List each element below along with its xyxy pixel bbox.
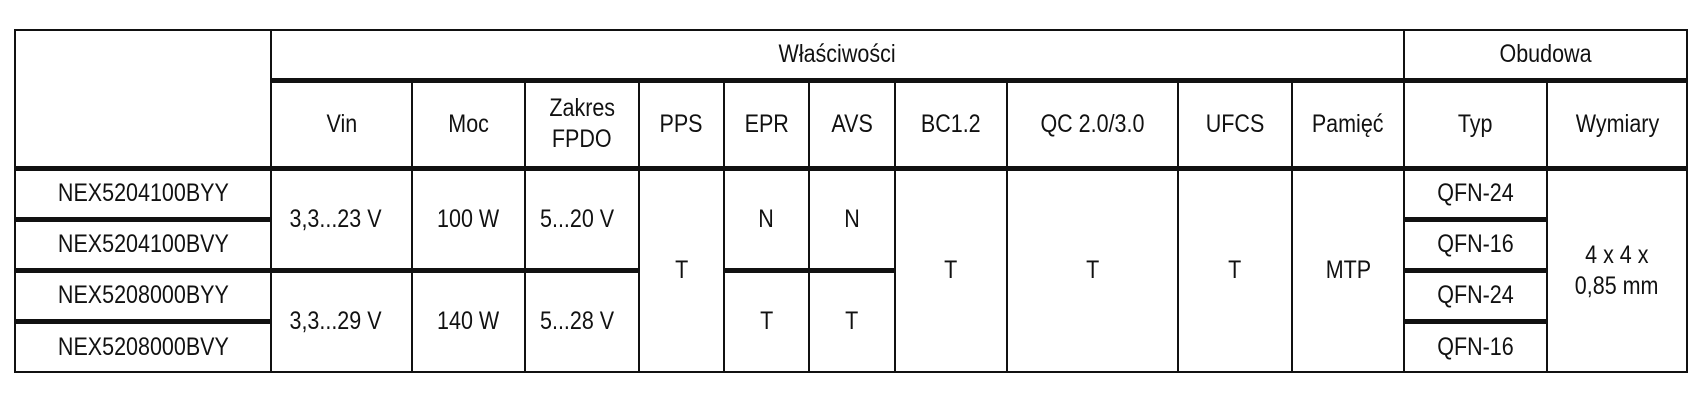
col-header-type: Typ (1403, 79, 1548, 171)
avs-cell: T (808, 269, 896, 373)
vin-cell: 3,3...23 V (270, 167, 413, 273)
package-type: QFN-16 (1403, 320, 1548, 373)
ufcs-cell: T (1177, 167, 1293, 373)
col-header-pps: PPS (638, 79, 725, 171)
package-type: QFN-24 (1403, 167, 1548, 222)
vin-cell: 3,3...29 V (270, 269, 413, 373)
power-cell: 100 W (411, 167, 526, 273)
col-header-qc: QC 2.0/3.0 (1006, 79, 1179, 171)
col-header-power: Moc (411, 79, 526, 171)
col-header-epr: EPR (723, 79, 810, 171)
part-number: NEX5208000BVY (14, 320, 272, 373)
col-header-avs: AVS (808, 79, 896, 171)
fpdo-cell: 5...20 V (524, 167, 640, 273)
power-cell: 140 W (411, 269, 526, 373)
qc-cell: T (1006, 167, 1179, 373)
col-header-memory: Pamięć (1291, 79, 1405, 171)
epr-cell: T (723, 269, 810, 373)
part-number: NEX5204100BVY (14, 218, 272, 273)
group-header-package: Obudowa (1403, 29, 1688, 83)
package-type: QFN-16 (1403, 218, 1548, 273)
pps-cell: T (638, 167, 725, 373)
part-number: NEX5208000BYY (14, 269, 272, 324)
part-number: NEX5204100BYY (14, 167, 272, 222)
avs-cell: N (808, 167, 896, 273)
fpdo-cell: 5...28 V (524, 269, 640, 373)
col-header-ufcs: UFCS (1177, 79, 1293, 171)
empty-corner-cell (14, 29, 272, 171)
table-row: NEX5208000BYY 3,3...29 V 140 W 5...28 V … (14, 269, 1687, 373)
col-header-dimensions: Wymiary (1546, 79, 1688, 171)
package-type: QFN-24 (1403, 269, 1548, 324)
col-header-bc12: BC1.2 (894, 79, 1008, 171)
table-row: NEX5204100BVY QFN-16 (14, 218, 1687, 273)
bc12-cell: T (894, 167, 1008, 373)
table-row: NEX5208000BVY QFN-16 (14, 320, 1687, 373)
memory-cell: MTP (1291, 167, 1405, 373)
group-header-properties: Właściwości (270, 29, 1405, 83)
epr-cell: N (723, 167, 810, 273)
col-header-vin: Vin (270, 79, 413, 171)
table-row: NEX5204100BYY 3,3...23 V 100 W 5...20 V … (14, 167, 1688, 373)
